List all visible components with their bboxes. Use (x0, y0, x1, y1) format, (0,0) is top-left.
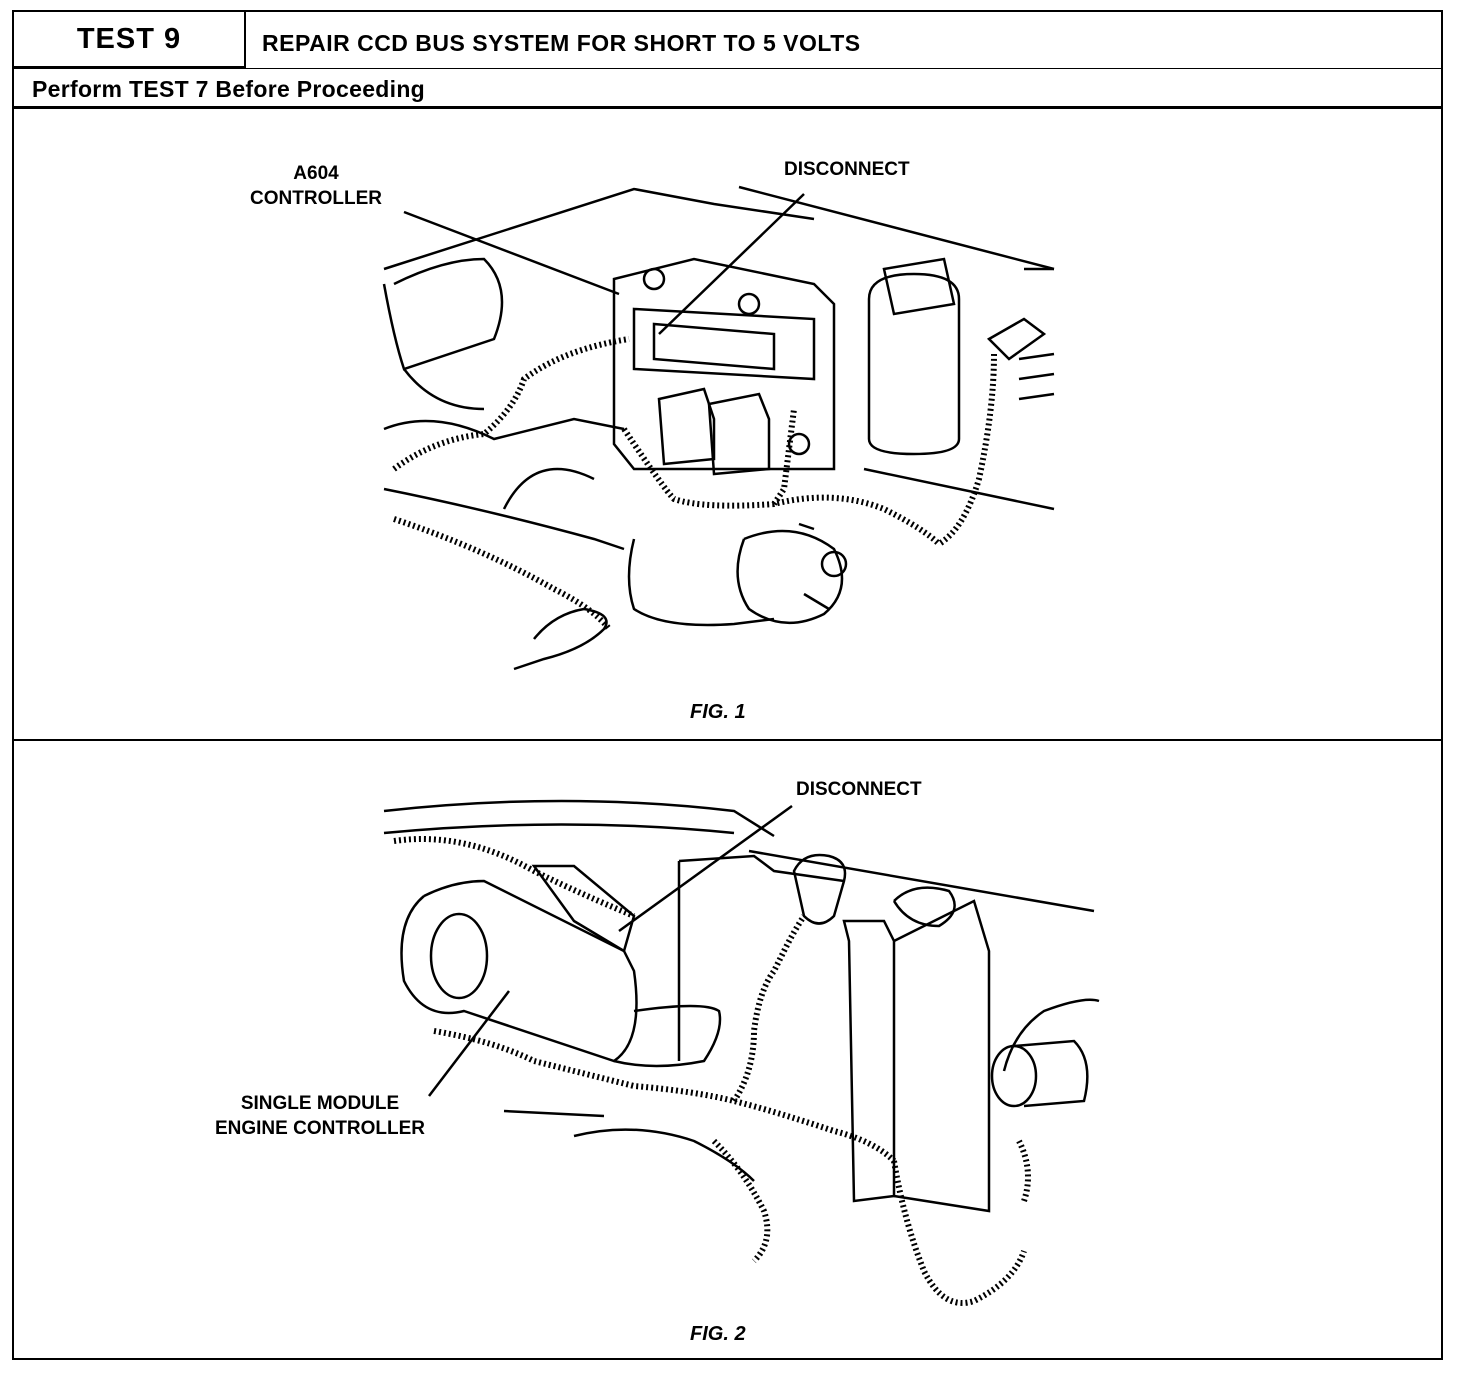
test-number-box: TEST 9 (14, 12, 246, 68)
test-label: TEST 9 (76, 22, 182, 55)
figure-2-panel: DISCONNECT SINGLE MODULE ENGINE CONTROLL… (14, 741, 1441, 1360)
prerequisite-note: Perform TEST 7 Before Proceeding (32, 76, 426, 102)
module-label-line2: ENGINE CONTROLLER (214, 1118, 426, 1139)
figure-2-illustration (383, 799, 1100, 1306)
section-divider-top (14, 106, 1441, 109)
figure-1-panel: A604 CONTROLLER DISCONNECT FIG. 1 (14, 109, 1441, 739)
header-divider (14, 68, 1441, 69)
page-frame: TEST 9 REPAIR CCD BUS SYSTEM FOR SHORT T… (12, 10, 1443, 1360)
fig1-disconnect-label: DISCONNECT (784, 159, 910, 180)
fig1-caption: FIG. 1 (690, 701, 746, 723)
a604-label-line2: CONTROLLER (250, 188, 382, 209)
fig2-disconnect-label: DISCONNECT (796, 779, 922, 800)
module-label-line1: SINGLE MODULE (240, 1093, 400, 1114)
a604-label-line1: A604 (293, 163, 339, 184)
figure-1-illustration (382, 185, 1055, 671)
a604-controller-label: A604 CONTROLLER (236, 161, 396, 211)
section-divider-middle (14, 739, 1441, 741)
single-module-controller-label: SINGLE MODULE ENGINE CONTROLLER (200, 1091, 440, 1141)
page-title: REPAIR CCD BUS SYSTEM FOR SHORT TO 5 VOL… (262, 30, 861, 56)
fig2-caption: FIG. 2 (690, 1323, 746, 1345)
